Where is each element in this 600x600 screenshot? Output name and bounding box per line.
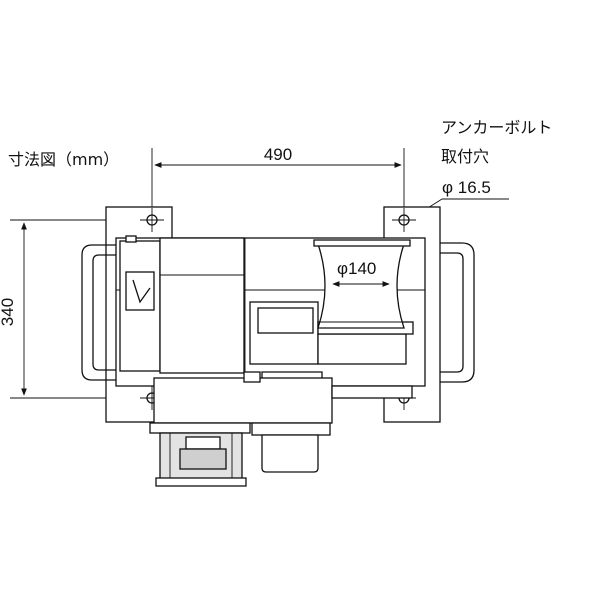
caster-base — [149, 422, 251, 487]
gear-box — [249, 301, 414, 365]
anchor-bolt-callout: アンカーボルト 取付穴 φ 16.5 — [411, 118, 552, 219]
bottom-rail — [153, 371, 413, 424]
height-dimension-label: 340 — [0, 298, 17, 326]
width-dimension: 490 — [151, 145, 405, 222]
motor-housing — [119, 235, 245, 374]
width-dimension-label: 490 — [264, 145, 292, 164]
callout-line-2: 取付穴 — [441, 147, 489, 166]
right-handle — [440, 242, 475, 383]
roller-diameter-label: φ140 — [337, 259, 376, 278]
collection-tray — [251, 422, 331, 473]
roller: φ140 — [313, 239, 411, 329]
callout-line-1: アンカーボルト — [441, 118, 552, 137]
drawing-title: 寸法図（mm） — [8, 150, 119, 169]
left-handle — [81, 244, 118, 381]
hole-diameter-label: φ 16.5 — [442, 178, 491, 197]
